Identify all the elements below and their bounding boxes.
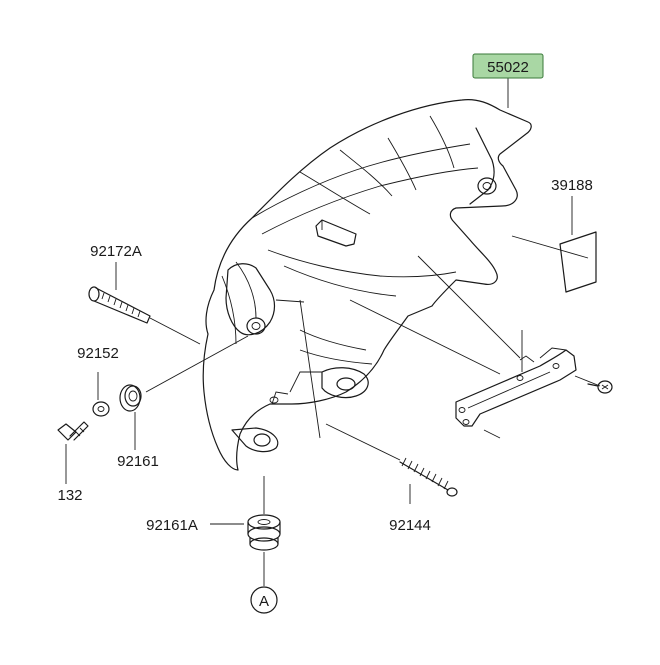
upper-cowl-55022 bbox=[202, 99, 532, 471]
bracket-screw bbox=[587, 380, 613, 394]
screw-132 bbox=[57, 421, 89, 441]
label-sticker-39188 bbox=[559, 231, 597, 293]
mounting-bracket bbox=[455, 347, 577, 427]
bolt-92172A bbox=[88, 286, 151, 324]
grommet-92161 bbox=[119, 384, 142, 412]
part-label-55022: 55022 bbox=[487, 59, 529, 76]
part-label-92161A: 92161A bbox=[146, 517, 198, 534]
part-label-92172A: 92172A bbox=[90, 243, 142, 260]
part-number-highlight bbox=[472, 53, 544, 79]
washer-92152 bbox=[92, 401, 110, 417]
part-label-92161: 92161 bbox=[117, 453, 159, 470]
part-label-92152: 92152 bbox=[77, 345, 119, 362]
reference-a-label: A bbox=[259, 593, 269, 610]
part-label-132: 132 bbox=[57, 487, 82, 504]
part-label-92144: 92144 bbox=[389, 517, 431, 534]
reference-a: A bbox=[250, 586, 278, 614]
spring-clip-92144 bbox=[399, 457, 458, 497]
grommet-92161A bbox=[247, 514, 281, 551]
part-label-39188: 39188 bbox=[551, 177, 593, 194]
leader-lines bbox=[65, 77, 601, 586]
